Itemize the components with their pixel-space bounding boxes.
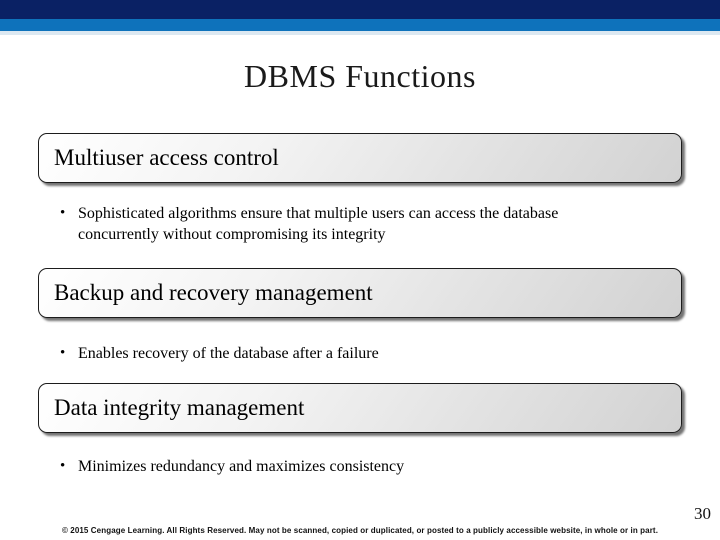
bullet-text: Sophisticated algorithms ensure that mul… [78, 205, 559, 243]
header-bar-pale [0, 31, 720, 35]
header-bar-blue [0, 19, 720, 31]
section-heading-multiuser-access-control: Multiuser access control [38, 133, 682, 183]
bullet-marker: • [60, 205, 66, 221]
section-heading-backup-and-recovery: Backup and recovery management [38, 268, 682, 318]
bullet-marker: • [60, 458, 66, 474]
bullet-text: Minimizes redundancy and maximizes consi… [78, 458, 405, 475]
bullet-item: • Minimizes redundancy and maximizes con… [60, 456, 620, 477]
bullet-text: Enables recovery of the database after a… [78, 345, 379, 362]
copyright-footer: © 2015 Cengage Learning. All Rights Rese… [61, 526, 659, 535]
bullet-item: • Enables recovery of the database after… [60, 343, 620, 364]
bullet-item: • Sophisticated algorithms ensure that m… [60, 203, 620, 245]
page-number: 30 [694, 504, 711, 523]
header-bar-navy [0, 0, 720, 19]
bullet-marker: • [60, 345, 66, 361]
section-heading-data-integrity: Data integrity management [38, 383, 682, 433]
slide-title: DBMS Functions [244, 58, 476, 94]
